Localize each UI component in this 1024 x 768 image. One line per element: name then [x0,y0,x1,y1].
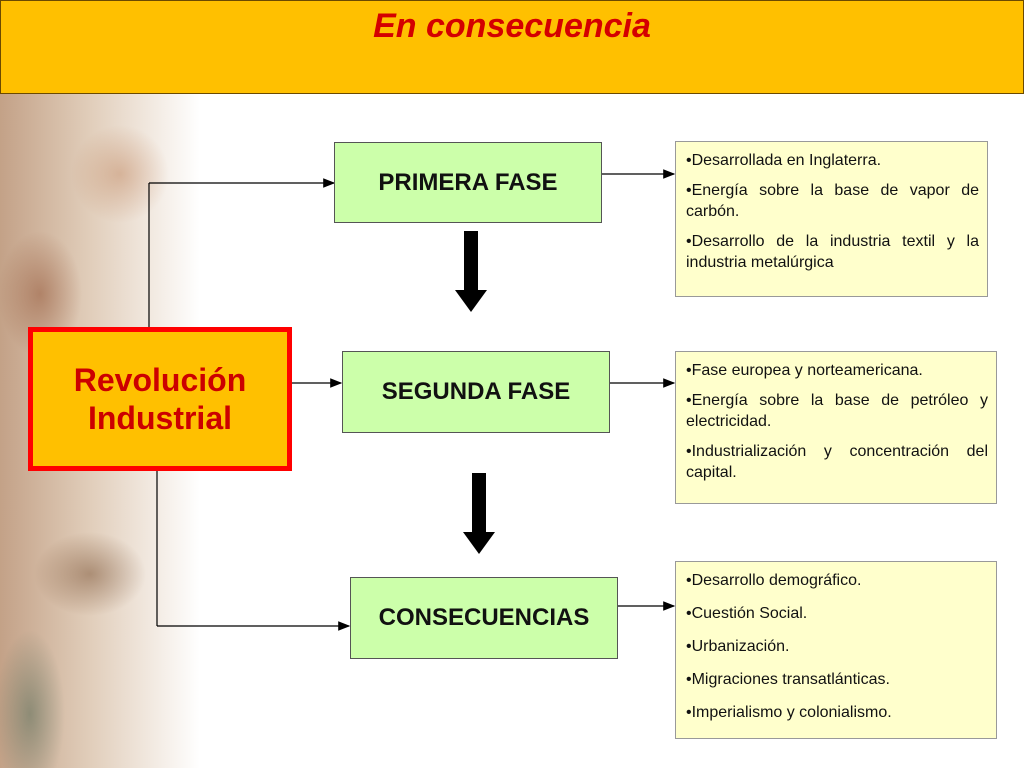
main-concept-box: Revolución Industrial [28,327,292,471]
note-item: •Fase europea y norteamericana. [686,362,923,379]
down-arrow-2 [463,473,495,554]
phase-label: SEGUNDA FASE [381,378,571,405]
main-concept-label: Revolución Industrial [73,362,247,436]
note-item: •Cuestión Social. [686,605,808,622]
page-title: En consecuencia [373,7,651,45]
note-box-primera: •Desarrollada en Inglaterra. •Energía so… [675,141,988,297]
phase-box-segunda: SEGUNDA FASE [342,351,610,433]
note-item: •Energía sobre la base de petróleo y ele… [686,392,988,430]
note-item: •Industrialización y concentración del c… [686,443,988,481]
note-item: •Energía sobre la base de vapor de carbó… [686,182,979,220]
phase-box-primera: PRIMERA FASE [334,142,602,223]
note-item: •Desarrollada en Inglaterra. [686,152,882,169]
phase-box-consecuencias: CONSECUENCIAS [350,577,618,659]
title-banner: En consecuencia [0,0,1024,94]
note-item: •Migraciones transatlánticas. [686,671,890,688]
note-box-consecuencias: •Desarrollo demográfico. •Cuestión Socia… [675,561,997,739]
phase-label: PRIMERA FASE [378,168,558,196]
note-item: •Imperialismo y colonialismo. [686,704,892,721]
note-item: •Desarrollo de la industria textil y la … [686,233,979,271]
note-box-segunda: •Fase europea y norteamericana. •Energía… [675,351,997,504]
phase-label: CONSECUENCIAS [378,604,590,631]
down-arrow-1 [455,231,487,312]
note-item: •Desarrollo demográfico. [686,572,862,589]
note-item: •Urbanización. [686,638,790,655]
